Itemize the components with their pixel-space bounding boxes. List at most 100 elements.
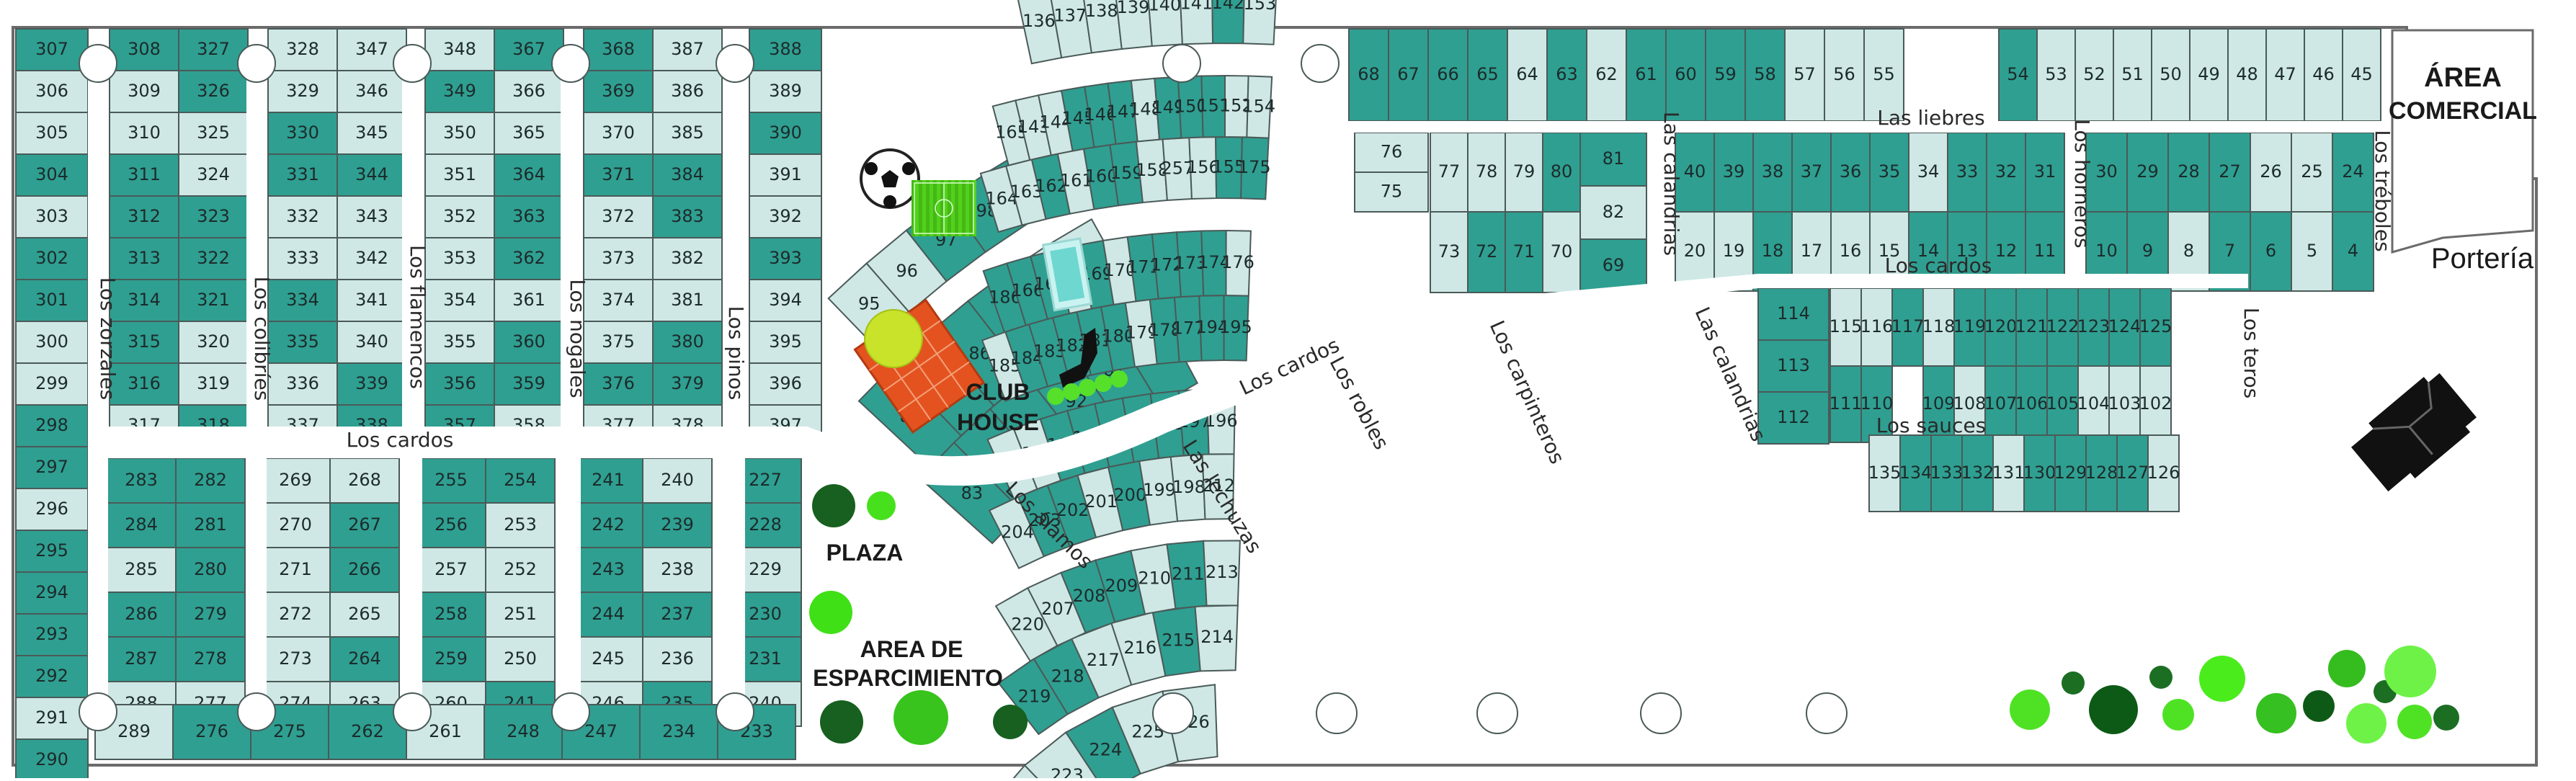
lot-36[interactable]: 36: [1830, 132, 1871, 213]
lot-370[interactable]: 370: [583, 112, 654, 155]
lot-140[interactable]: 140: [1146, 0, 1183, 48]
lot-215[interactable]: 215: [1151, 605, 1201, 677]
lot-356[interactable]: 356: [424, 362, 495, 406]
lot-283[interactable]: 283: [106, 458, 177, 504]
lot-243[interactable]: 243: [573, 547, 643, 593]
lot-310[interactable]: 310: [109, 112, 179, 155]
lot-142[interactable]: 142: [1211, 0, 1245, 45]
lot-368[interactable]: 368: [583, 28, 654, 71]
lot-281[interactable]: 281: [175, 502, 246, 548]
lot-239[interactable]: 239: [642, 502, 713, 548]
lot-386[interactable]: 386: [652, 70, 723, 113]
lot-316[interactable]: 316: [109, 362, 179, 406]
lot-275[interactable]: 275: [250, 704, 329, 760]
lot-70[interactable]: 70: [1542, 211, 1581, 293]
lot-302[interactable]: 302: [15, 237, 89, 280]
lot-304[interactable]: 304: [15, 153, 89, 197]
lot-31[interactable]: 31: [2025, 132, 2065, 213]
lot-325[interactable]: 325: [178, 112, 249, 155]
lot-114[interactable]: 114: [1757, 287, 1830, 341]
lot-35[interactable]: 35: [1869, 132, 1909, 213]
lot-208[interactable]: 208: [1060, 559, 1116, 634]
lot-307[interactable]: 307: [15, 28, 89, 71]
lot-333[interactable]: 333: [267, 237, 338, 280]
lot-4[interactable]: 4: [2332, 211, 2374, 292]
lot-120[interactable]: 120: [1984, 287, 2018, 367]
lot-328[interactable]: 328: [267, 28, 338, 71]
lot-123[interactable]: 123: [2077, 287, 2111, 367]
lot-309[interactable]: 309: [109, 70, 179, 113]
lot-389[interactable]: 389: [749, 70, 822, 113]
lot-335[interactable]: 335: [267, 321, 338, 364]
lot-155[interactable]: 155: [1212, 136, 1245, 200]
lot-381[interactable]: 381: [652, 279, 723, 322]
lot-345[interactable]: 345: [337, 112, 407, 155]
lot-79[interactable]: 79: [1505, 132, 1543, 213]
lot-195[interactable]: 195: [1219, 294, 1252, 362]
lot-373[interactable]: 373: [583, 237, 654, 280]
lot-217[interactable]: 217: [1070, 622, 1133, 699]
lot-54[interactable]: 54: [1998, 28, 2038, 122]
lot-384[interactable]: 384: [652, 153, 723, 197]
lot-194[interactable]: 194: [1195, 294, 1229, 362]
lot-126[interactable]: 126: [2147, 434, 2180, 512]
lot-270[interactable]: 270: [260, 502, 331, 548]
lot-244[interactable]: 244: [573, 592, 643, 638]
lot-388[interactable]: 388: [749, 28, 822, 71]
lot-303[interactable]: 303: [15, 195, 89, 238]
lot-371[interactable]: 371: [583, 153, 654, 197]
lot-234[interactable]: 234: [639, 704, 718, 760]
lot-295[interactable]: 295: [15, 530, 89, 573]
lot-264[interactable]: 264: [329, 636, 400, 682]
lot-254[interactable]: 254: [485, 458, 556, 504]
lot-49[interactable]: 49: [2189, 28, 2229, 122]
lot-69[interactable]: 69: [1579, 238, 1647, 293]
lot-154[interactable]: 154: [1242, 75, 1275, 139]
lot-240[interactable]: 240: [642, 458, 713, 504]
lot-20[interactable]: 20: [1675, 211, 1715, 292]
lot-141[interactable]: 141: [1179, 0, 1214, 45]
lot-250[interactable]: 250: [485, 636, 556, 682]
lot-348[interactable]: 348: [424, 28, 495, 71]
lot-380[interactable]: 380: [652, 321, 723, 364]
lot-46[interactable]: 46: [2304, 28, 2343, 122]
lot-164[interactable]: 164: [979, 165, 1023, 233]
lot-315[interactable]: 315: [109, 321, 179, 364]
lot-32[interactable]: 32: [1986, 132, 2026, 213]
lot-261[interactable]: 261: [406, 704, 485, 760]
lot-341[interactable]: 341: [337, 279, 407, 322]
lot-257[interactable]: 257: [416, 547, 486, 593]
lot-39[interactable]: 39: [1713, 132, 1754, 213]
lot-106[interactable]: 106: [2015, 365, 2049, 443]
lot-213[interactable]: 213: [1203, 540, 1241, 607]
lot-27[interactable]: 27: [2209, 132, 2251, 213]
lot-117[interactable]: 117: [1891, 287, 1925, 367]
lot-396[interactable]: 396: [749, 362, 822, 406]
lot-350[interactable]: 350: [424, 112, 495, 155]
lot-259[interactable]: 259: [416, 636, 486, 682]
lot-385[interactable]: 385: [652, 112, 723, 155]
lot-200[interactable]: 200: [1107, 460, 1151, 532]
lot-211[interactable]: 211: [1166, 540, 1208, 610]
lot-108[interactable]: 108: [1953, 365, 1987, 443]
lot-169[interactable]: 169: [1077, 239, 1115, 310]
lot-64[interactable]: 64: [1507, 28, 1548, 122]
lot-52[interactable]: 52: [2074, 28, 2114, 122]
lot-344[interactable]: 344: [337, 153, 407, 197]
lot-340[interactable]: 340: [337, 321, 407, 364]
lot-66[interactable]: 66: [1427, 28, 1469, 122]
lot-119[interactable]: 119: [1953, 287, 1987, 367]
lot-330[interactable]: 330: [267, 112, 338, 155]
lot-255[interactable]: 255: [416, 458, 486, 504]
lot-62[interactable]: 62: [1586, 28, 1627, 122]
lot-132[interactable]: 132: [1961, 434, 1995, 512]
lot-37[interactable]: 37: [1791, 132, 1832, 213]
lot-113[interactable]: 113: [1757, 339, 1830, 393]
lot-28[interactable]: 28: [2167, 132, 2210, 213]
lot-365[interactable]: 365: [494, 112, 564, 155]
lot-360[interactable]: 360: [494, 321, 564, 364]
lot-38[interactable]: 38: [1752, 132, 1793, 213]
lot-174[interactable]: 174: [1198, 229, 1231, 297]
lot-72[interactable]: 72: [1467, 211, 1506, 293]
lot-81[interactable]: 81: [1579, 132, 1647, 187]
